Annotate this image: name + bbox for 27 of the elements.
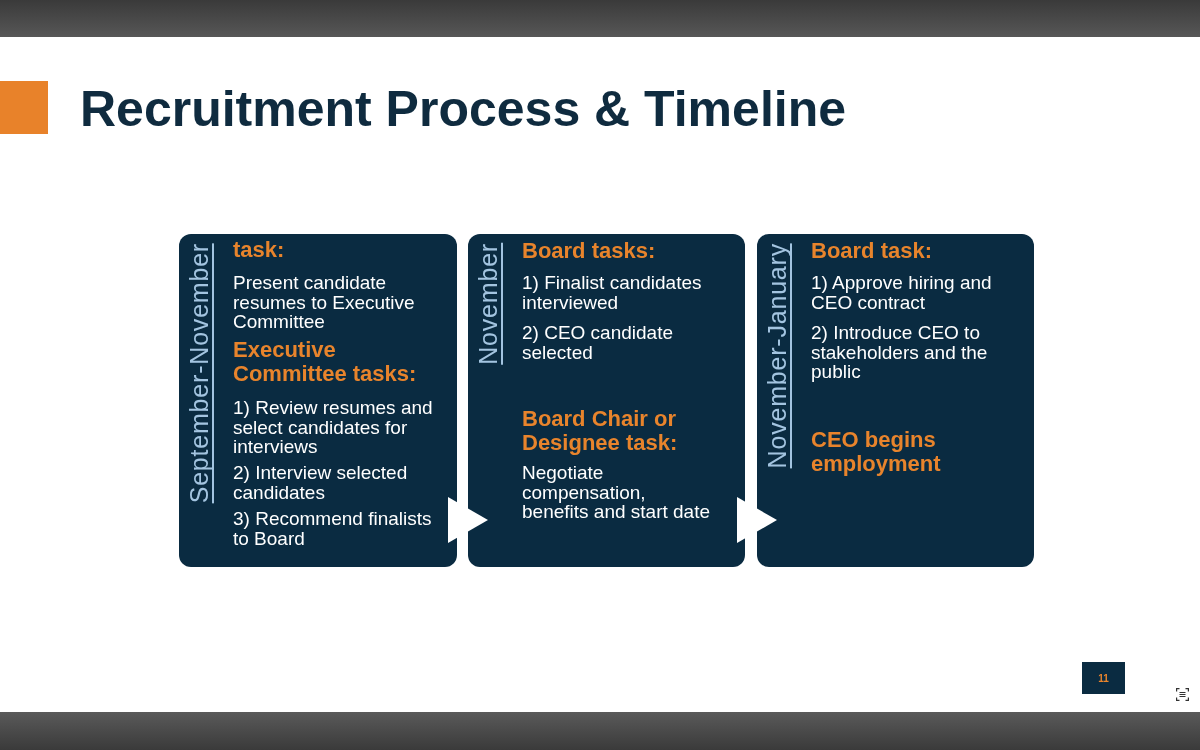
- screen-top-bar: [0, 0, 1200, 37]
- task-description: 2) Interview selected candidates: [233, 463, 409, 502]
- task-heading: Board Chair or Designee task:: [522, 407, 679, 455]
- date-range-label: November-January: [765, 243, 792, 469]
- task-heading: CEO begins employment: [811, 428, 942, 476]
- task-description: 3) Recommend finalists to Board: [233, 509, 433, 548]
- page-number: 11: [1082, 662, 1125, 694]
- task-heading: Board task:: [811, 239, 934, 263]
- date-range-label: September-November: [187, 243, 214, 504]
- task-heading: Executive Committee tasks:: [233, 338, 418, 386]
- task-description: 2) Introduce CEO to stakeholders and the public: [811, 323, 989, 382]
- arrow: [737, 497, 777, 543]
- task-description: 1) Approve hiring and CEO contract: [811, 273, 993, 312]
- task-description: 2) CEO candidate selected: [522, 323, 675, 362]
- timeline-panel: [757, 234, 1034, 567]
- task-description: Negotiate compensation, benefits and start date: [522, 463, 711, 522]
- task-heading: task:: [233, 238, 286, 262]
- slide-title: Recruitment Process & Timeline: [80, 81, 846, 139]
- timeline-panel: [179, 234, 457, 567]
- date-range-label: November: [476, 243, 503, 365]
- timeline-panel: [468, 234, 745, 567]
- task-heading: Board tasks:: [522, 239, 657, 263]
- task-description: 1) Review resumes and select candidates for interviews: [233, 398, 434, 457]
- arrow: [448, 497, 488, 543]
- screen-bottom-bar: [0, 712, 1200, 750]
- task-description: Present candidate resumes to Executive Committee: [233, 273, 416, 332]
- task-description: 1) Finalist candidates interviewed: [522, 273, 703, 312]
